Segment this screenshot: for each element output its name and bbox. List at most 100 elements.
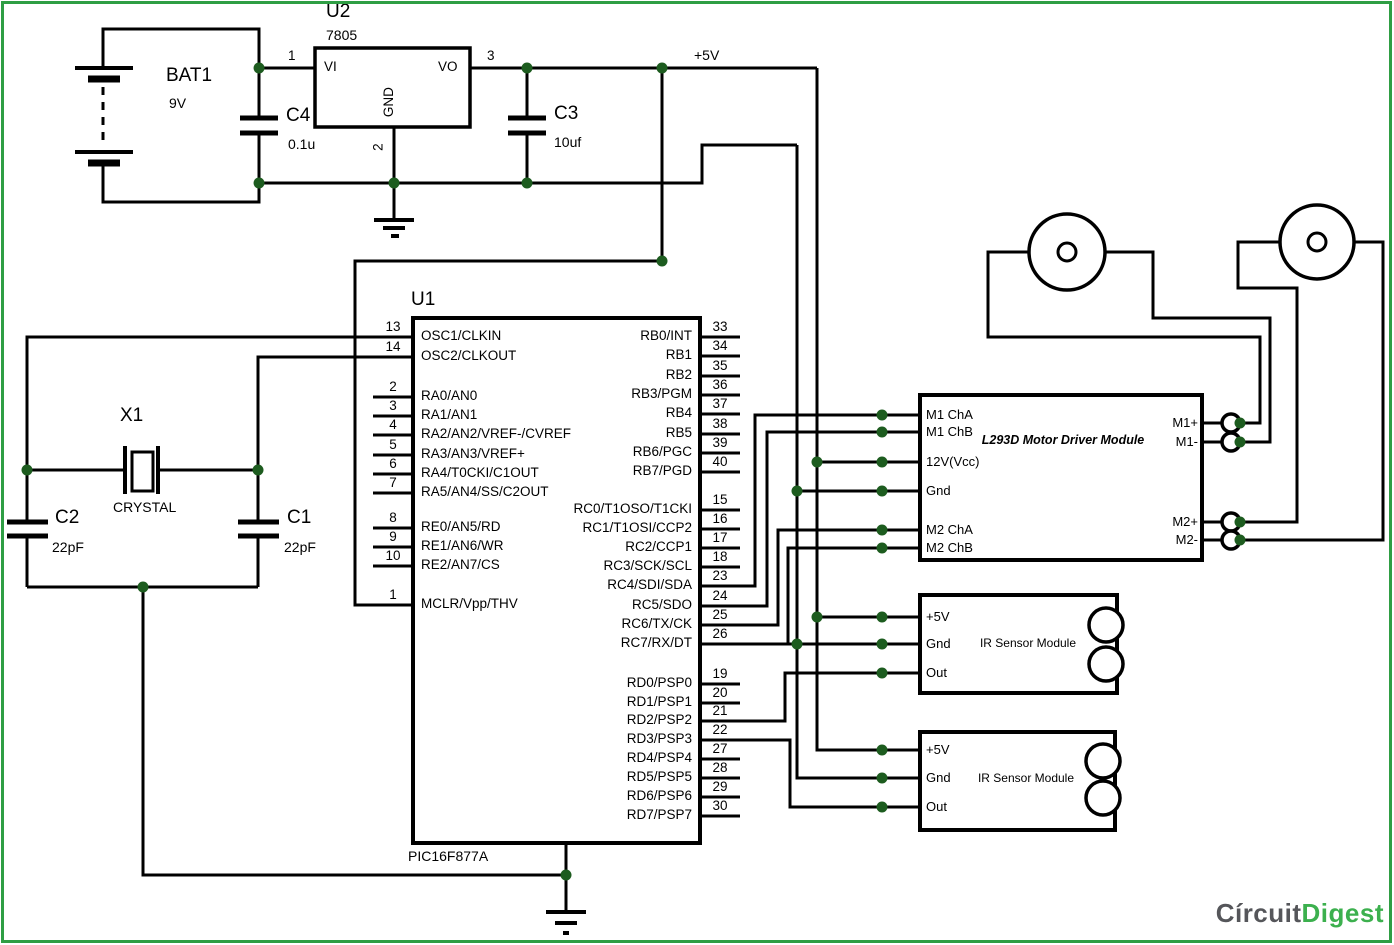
mcu-part: PIC16F877A: [408, 848, 489, 864]
battery-value: 9V: [169, 95, 187, 111]
ir1-led1: [1087, 606, 1125, 644]
wire-driver-out-stubs: [1202, 421, 1222, 542]
ir2-pin-+5v: +5V: [926, 742, 950, 757]
mcu-pin-name-36: RB3/PGM: [631, 386, 692, 401]
mcu-pin-name-4: RA2/AN2/VREF-/CVREF: [421, 426, 572, 441]
mcu-pin-num-23: 23: [712, 568, 728, 583]
wire-rd3-ir2out: [700, 738, 920, 809]
mcu-pin-num-16: 16: [712, 511, 728, 526]
ir2-led2: [1084, 779, 1122, 817]
motor-driver-box: [918, 393, 1204, 562]
wire-5v-bus: [815, 68, 920, 752]
c3-ref: C3: [554, 103, 579, 124]
c4-plates: [240, 115, 278, 136]
wire-rd2-ir1out: [700, 671, 920, 723]
driver-pin-m1-: M1+: [1172, 415, 1198, 430]
capacitor-plates: [7, 115, 546, 539]
mcu-pin-num-17: 17: [712, 530, 728, 545]
mcu-pin-num-24: 24: [712, 588, 728, 603]
mcu-pin-num-38: 38: [712, 416, 728, 431]
reg-pin1-num: 1: [288, 48, 296, 63]
ir2-led1: [1084, 742, 1122, 780]
logo-circuit: Círcuit: [1215, 898, 1302, 928]
mcu-pin-name-2: RA0/AN0: [421, 388, 478, 403]
mcu-pin-name-24: RC5/SDO: [631, 597, 692, 612]
driver-pin-12v-vcc-: 12V(Vcc): [926, 454, 980, 469]
junction-dot: [811, 456, 823, 468]
mcu-pin-num-35: 35: [712, 358, 728, 373]
driver-pin-m2-chb: M2 ChB: [926, 540, 973, 555]
driver-pin-gnd: Gnd: [926, 483, 951, 498]
mcu-pin-num-18: 18: [712, 549, 728, 564]
mcu-pin-name-6: RA4/T0CKI/C1OUT: [421, 465, 539, 480]
mcu-pin-num-7: 7: [389, 475, 397, 490]
mcu-pin-name-17: RC2/CCP1: [625, 539, 692, 554]
mcu-pin-name-37: RB4: [665, 405, 692, 420]
c4-value: 0.1u: [288, 136, 316, 152]
mcu-pin-name-8: RE0/AN5/RD: [421, 519, 501, 534]
junction-dot: [876, 485, 888, 497]
mcu-pin-num-6: 6: [389, 456, 397, 471]
mcu-pin-name-21: RD2/PSP2: [626, 712, 692, 727]
mcu-pin-name-22: RD3/PSP3: [626, 731, 692, 746]
c2-plates: [7, 519, 48, 539]
wire-osc1: [25, 335, 413, 470]
junction-dot: [1234, 534, 1246, 546]
driver-pin-m2-cha: M2 ChA: [926, 522, 973, 537]
mcu-pin-num-20: 20: [712, 685, 728, 700]
junction-dot: [252, 464, 264, 476]
crystal-symbol: [123, 446, 160, 494]
junction-dot: [560, 869, 572, 881]
mcu-pin-num-34: 34: [712, 338, 728, 353]
regulator-part: 7805: [326, 27, 358, 43]
mcu-pin-num-29: 29: [712, 779, 728, 794]
junction-dot: [876, 801, 888, 813]
mcu-pin-name-40: RB7/PGD: [632, 463, 692, 478]
junction-dot: [21, 464, 33, 476]
rail-5v-label: +5V: [694, 47, 720, 63]
junction-dot: [521, 177, 533, 189]
mcu-pin-name-39: RB6/PGC: [632, 444, 692, 459]
reg-pin3-num: 3: [487, 48, 495, 63]
mcu-pin-name-25: RC6/TX/CK: [621, 616, 692, 631]
mcu-pin-name-10: RE2/AN7/CS: [421, 557, 500, 572]
junction-dot: [1234, 417, 1246, 429]
mcu-pin-name-29: RD6/PSP6: [626, 788, 692, 803]
mcu-pin-num-27: 27: [712, 741, 728, 756]
wire-m1-minus: [1105, 250, 1272, 444]
junction-dot: [876, 426, 888, 438]
motor2-shaft: [1306, 231, 1328, 253]
c2-ref: C2: [55, 507, 80, 528]
mcu-pin-num-14: 14: [385, 339, 401, 354]
mcu-pin-num-9: 9: [389, 529, 397, 544]
junction-dot: [791, 638, 803, 650]
mcu-pin-name-38: RB5: [665, 425, 692, 440]
battery-ref: BAT1: [166, 65, 213, 86]
junction-dot: [876, 638, 888, 650]
ir2-pin-gnd: Gnd: [926, 770, 951, 785]
ir2-title: IR Sensor Module: [977, 771, 1075, 785]
junction-dot: [876, 744, 888, 756]
mcu-pin-num-13: 13: [385, 319, 401, 334]
mcu-pin-name-26: RC7/RX/DT: [620, 635, 692, 650]
junction-dot: [656, 255, 668, 267]
reg-pin-vi: VI: [324, 59, 337, 74]
ir1-box: [918, 593, 1119, 695]
driver-pin-m1-chb: M1 ChB: [926, 424, 973, 439]
regulator-ground: [374, 218, 414, 238]
mcu-box: [411, 316, 702, 845]
motor1-shaft: [1056, 241, 1078, 263]
reg-pin-gnd: GND: [380, 87, 396, 118]
c3-value: 10uf: [554, 134, 582, 150]
mcu-pin-name-5: RA3/AN3/VREF+: [421, 446, 525, 461]
driver-pin-m1-: M1-: [1175, 434, 1198, 449]
reg-pin2-num: 2: [370, 143, 386, 151]
mcu-pin-num-25: 25: [712, 607, 728, 622]
mcu-pin-name-14: OSC2/CLKOUT: [421, 348, 517, 363]
wire-osc2: [256, 355, 413, 470]
mcu-pin-name-30: RD7/PSP7: [626, 807, 692, 822]
wire-m2-plus: [1236, 240, 1299, 524]
regulator-box: [313, 46, 472, 129]
